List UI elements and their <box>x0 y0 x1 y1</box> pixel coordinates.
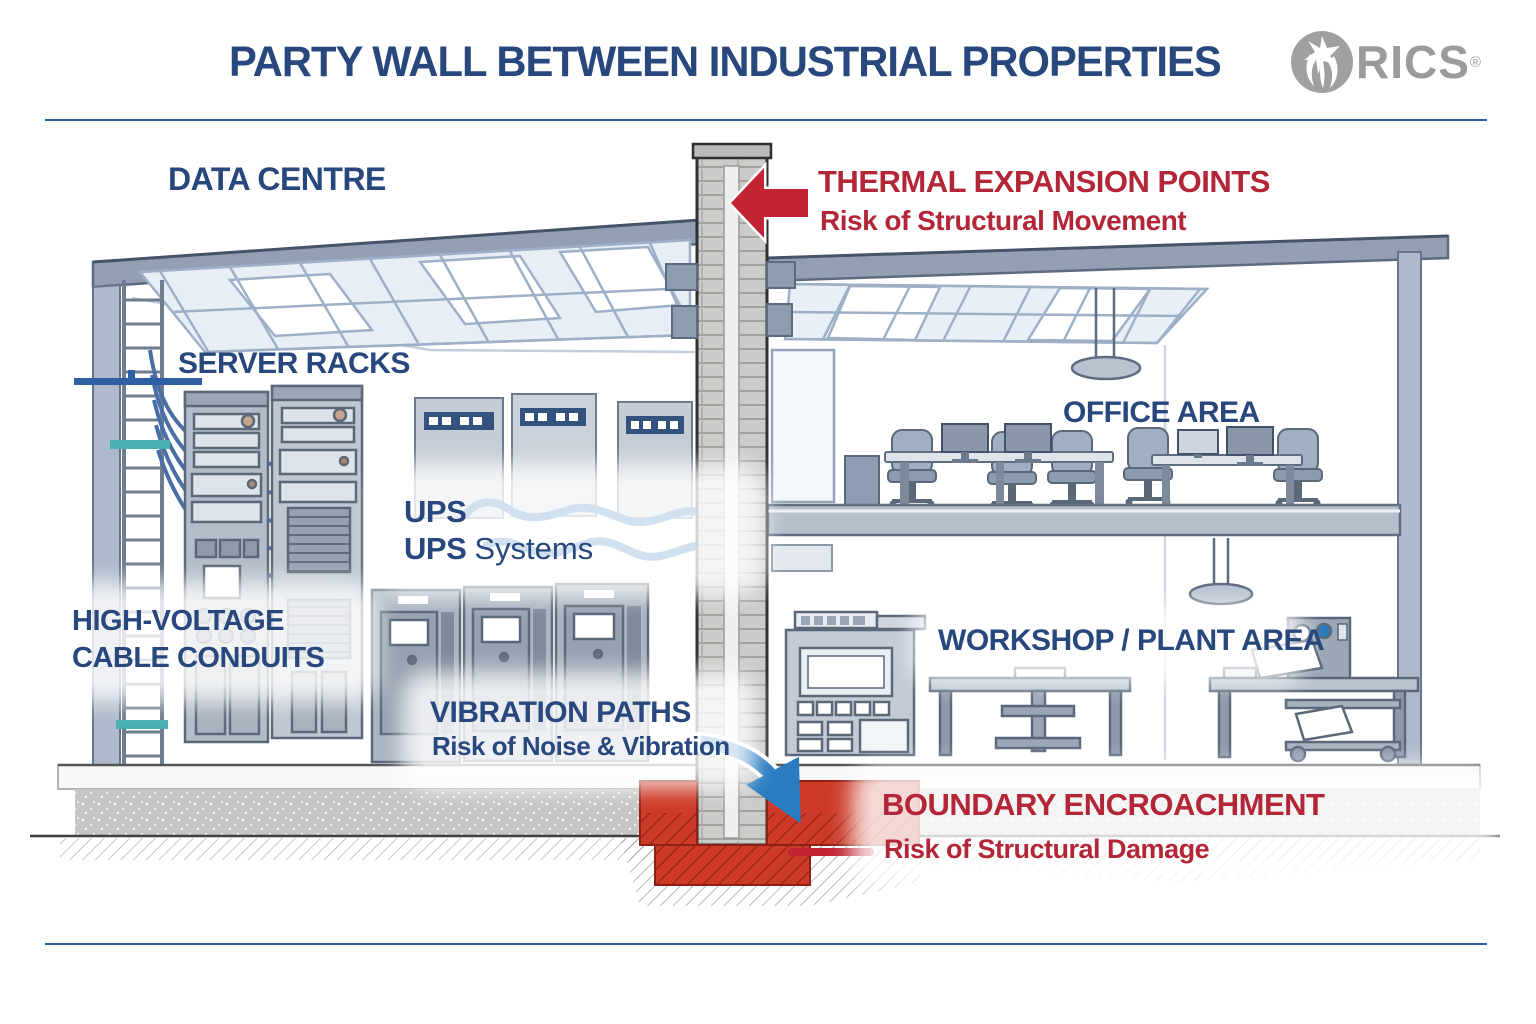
ups-systems-bold: UPS <box>404 531 467 566</box>
thermal-expansion-label: THERMAL EXPANSION POINTS <box>818 164 1270 199</box>
server-racks <box>183 384 364 744</box>
data-centre-label: DATA CENTRE <box>168 161 386 197</box>
office-area-label: OFFICE AREA <box>1063 396 1260 429</box>
boundary-encroachment-sublabel: Risk of Structural Damage <box>884 834 1210 864</box>
vibration-label-backdrop <box>420 690 738 770</box>
ups-systems-label: UPS Systems <box>404 531 594 566</box>
boundary-encroachment-label: BOUNDARY ENCROACHMENT <box>882 787 1325 822</box>
boundary-pointer-line-icon <box>788 848 874 856</box>
industrial-unit-building <box>766 234 1450 768</box>
boundary-label-backdrop <box>870 782 1482 872</box>
top-divider <box>45 119 1487 121</box>
bottom-divider <box>45 943 1487 945</box>
thermal-expansion-sublabel: Risk of Structural Movement <box>820 205 1187 236</box>
ups-label-backdrop <box>392 482 748 578</box>
registered-mark: ® <box>1469 53 1481 71</box>
high-voltage-label-backdrop <box>60 600 360 684</box>
workshop-label-backdrop <box>930 622 1286 666</box>
rics-emblem-icon <box>1291 31 1353 93</box>
high-voltage-label-line1: HIGH-VOLTAGE <box>72 605 285 637</box>
pendant-lamp-workshop <box>1188 538 1254 606</box>
rics-logo-text: RICS <box>1356 36 1470 88</box>
server-racks-pointer-icon <box>74 370 202 385</box>
wall-unit <box>771 544 833 572</box>
data-centre-ceiling-grid <box>137 238 692 354</box>
ups-systems-rest: Systems <box>474 531 594 566</box>
vibration-paths-sublabel: Risk of Noise & Vibration <box>432 731 730 761</box>
office-ceiling-grid <box>783 282 1210 345</box>
rics-logo: RICS® <box>1288 28 1481 96</box>
page-title: PARTY WALL BETWEEN INDUSTRIAL PROPERTIES <box>229 38 1222 86</box>
pendant-lamp-office <box>1070 288 1142 381</box>
vibration-paths-label: VIBRATION PATHS <box>430 696 691 729</box>
high-voltage-label-line2: CABLE CONDUITS <box>72 642 325 674</box>
office-cabinet <box>844 455 880 509</box>
office-window <box>770 348 836 504</box>
server-racks-label: SERVER RACKS <box>178 347 410 380</box>
workshop-equipment <box>784 610 1420 763</box>
ups-label-line1: UPS <box>404 494 467 529</box>
workshop-plant-area-label: WORKSHOP / PLANT AREA <box>938 624 1325 657</box>
thermal-expansion-arrow-icon <box>727 161 811 245</box>
office-furniture <box>884 423 1324 512</box>
